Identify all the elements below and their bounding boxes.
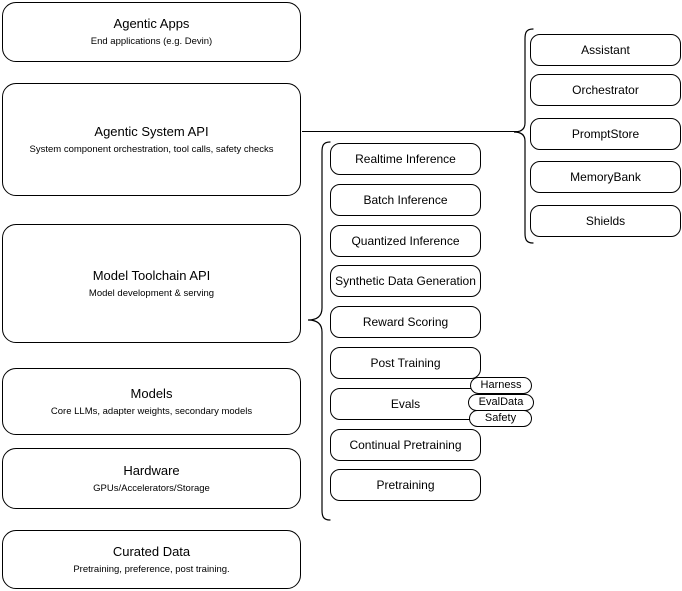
evals-tag-harness[interactable]: Harness bbox=[470, 377, 532, 394]
component-box-assistant[interactable]: Assistant bbox=[530, 34, 681, 66]
layer-title: Models bbox=[130, 385, 173, 401]
layer-box-hardware[interactable]: Hardware GPUs/Accelerators/Storage bbox=[2, 448, 301, 509]
capability-box-continual-pretraining[interactable]: Continual Pretraining bbox=[330, 429, 481, 461]
capability-label: Post Training bbox=[370, 356, 441, 370]
evals-tag-safety[interactable]: Safety bbox=[469, 410, 532, 427]
capability-label: Reward Scoring bbox=[362, 315, 449, 329]
component-label: Orchestrator bbox=[572, 83, 639, 97]
component-label: MemoryBank bbox=[570, 170, 641, 184]
evals-tag-evaldata[interactable]: EvalData bbox=[468, 394, 534, 411]
layer-subtitle: System component orchestration, tool cal… bbox=[29, 143, 274, 155]
capability-label: Realtime Inference bbox=[355, 152, 456, 166]
layer-box-agentic-apps[interactable]: Agentic Apps End applications (e.g. Devi… bbox=[2, 2, 301, 62]
component-box-promptstore[interactable]: PromptStore bbox=[530, 118, 681, 150]
capability-box-quantized-inference[interactable]: Quantized Inference bbox=[330, 225, 481, 257]
capability-box-post-training[interactable]: Post Training bbox=[330, 347, 481, 379]
layer-subtitle: GPUs/Accelerators/Storage bbox=[93, 482, 210, 494]
capability-label: Pretraining bbox=[376, 478, 435, 492]
component-label: PromptStore bbox=[571, 127, 640, 141]
layer-subtitle: Core LLMs, adapter weights, secondary mo… bbox=[50, 405, 253, 417]
evals-tag-label: Safety bbox=[484, 412, 517, 424]
capability-label: Quantized Inference bbox=[351, 234, 460, 248]
evals-tag-label: Harness bbox=[480, 379, 522, 391]
component-box-orchestrator[interactable]: Orchestrator bbox=[530, 74, 681, 106]
layer-subtitle: Model development & serving bbox=[88, 287, 215, 299]
layer-subtitle: End applications (e.g. Devin) bbox=[90, 36, 213, 47]
capability-label: Evals bbox=[390, 397, 421, 411]
brace-system-components bbox=[513, 27, 535, 247]
capability-box-batch-inference[interactable]: Batch Inference bbox=[330, 184, 481, 216]
capability-label: Continual Pretraining bbox=[349, 438, 462, 452]
layer-title: Model Toolchain API bbox=[92, 267, 211, 283]
layer-box-models[interactable]: Models Core LLMs, adapter weights, secon… bbox=[2, 368, 301, 435]
brace-toolchain-capabilities bbox=[306, 140, 332, 522]
layer-box-agentic-system-api[interactable]: Agentic System API System component orch… bbox=[2, 83, 301, 196]
layer-title: Curated Data bbox=[112, 543, 191, 559]
evals-tag-label: EvalData bbox=[478, 396, 524, 408]
capability-box-reward-scoring[interactable]: Reward Scoring bbox=[330, 306, 481, 338]
component-label: Shields bbox=[585, 214, 626, 228]
component-label: Assistant bbox=[581, 43, 630, 57]
capability-label: Synthetic Data Generation bbox=[335, 274, 476, 288]
layer-subtitle: Pretraining, preference, post training. bbox=[73, 563, 230, 575]
component-box-memorybank[interactable]: MemoryBank bbox=[530, 161, 681, 193]
layer-title: Agentic System API bbox=[94, 123, 209, 139]
layer-title: Hardware bbox=[123, 462, 180, 478]
capability-box-evals[interactable]: Evals bbox=[330, 388, 481, 420]
layer-box-model-toolchain-api[interactable]: Model Toolchain API Model development & … bbox=[2, 224, 301, 343]
connector-line-system-api-to-components bbox=[302, 131, 519, 132]
capability-box-synthetic-data-generation[interactable]: Synthetic Data Generation bbox=[330, 265, 481, 297]
layer-box-curated-data[interactable]: Curated Data Pretraining, preference, po… bbox=[2, 530, 301, 589]
capability-box-pretraining[interactable]: Pretraining bbox=[330, 469, 481, 501]
capability-label: Batch Inference bbox=[363, 193, 448, 207]
layer-title: Agentic Apps bbox=[113, 16, 190, 31]
component-box-shields[interactable]: Shields bbox=[530, 205, 681, 237]
capability-box-realtime-inference[interactable]: Realtime Inference bbox=[330, 143, 481, 175]
